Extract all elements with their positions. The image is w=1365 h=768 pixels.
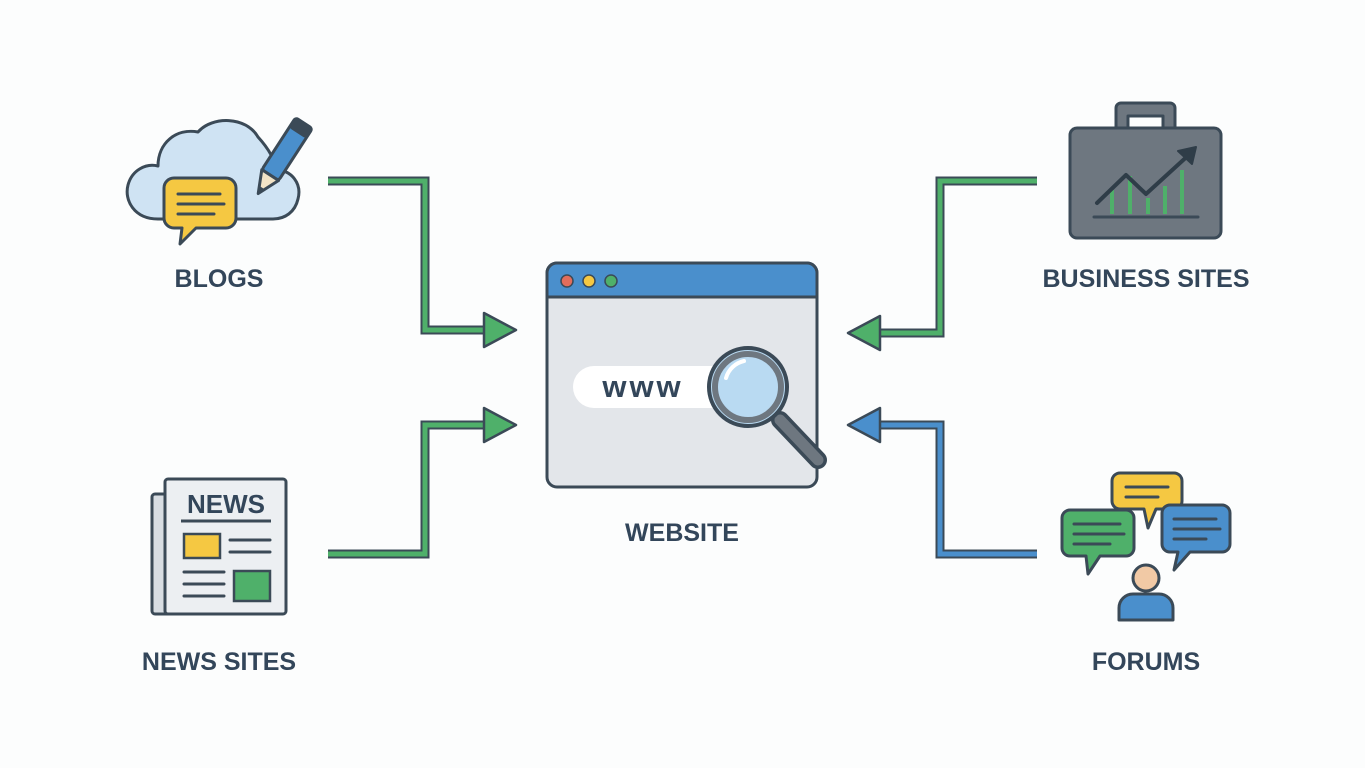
news-sites-label: NEWS SITES (142, 648, 296, 676)
window-maximize-dot (604, 274, 618, 288)
newspaper-icon: NEWS (150, 477, 288, 616)
arrow-blogs-to-website (328, 176, 518, 349)
blog-cloud-pen-icon (125, 117, 313, 246)
briefcase-chart-icon (1068, 101, 1223, 240)
window-close-dot (560, 274, 574, 288)
business-sites-label: BUSINESS SITES (1043, 265, 1250, 293)
magnifying-glass-icon (707, 346, 827, 469)
website-browser-icon: www (545, 261, 827, 489)
arrow-forums-to-website (846, 406, 1037, 559)
forum-chat-bubbles-icon (1060, 471, 1232, 622)
address-bar (573, 366, 733, 408)
person-avatar-icon (1117, 563, 1175, 622)
arrow-business-to-website (846, 176, 1037, 352)
window-minimize-dot (582, 274, 596, 288)
blogs-label: BLOGS (175, 265, 264, 293)
news-masthead: NEWS (187, 489, 265, 519)
address-bar-text: www (601, 369, 683, 404)
forums-label: FORUMS (1092, 648, 1200, 676)
arrow-news-to-website (328, 406, 518, 559)
website-label: WEBSITE (625, 519, 739, 547)
